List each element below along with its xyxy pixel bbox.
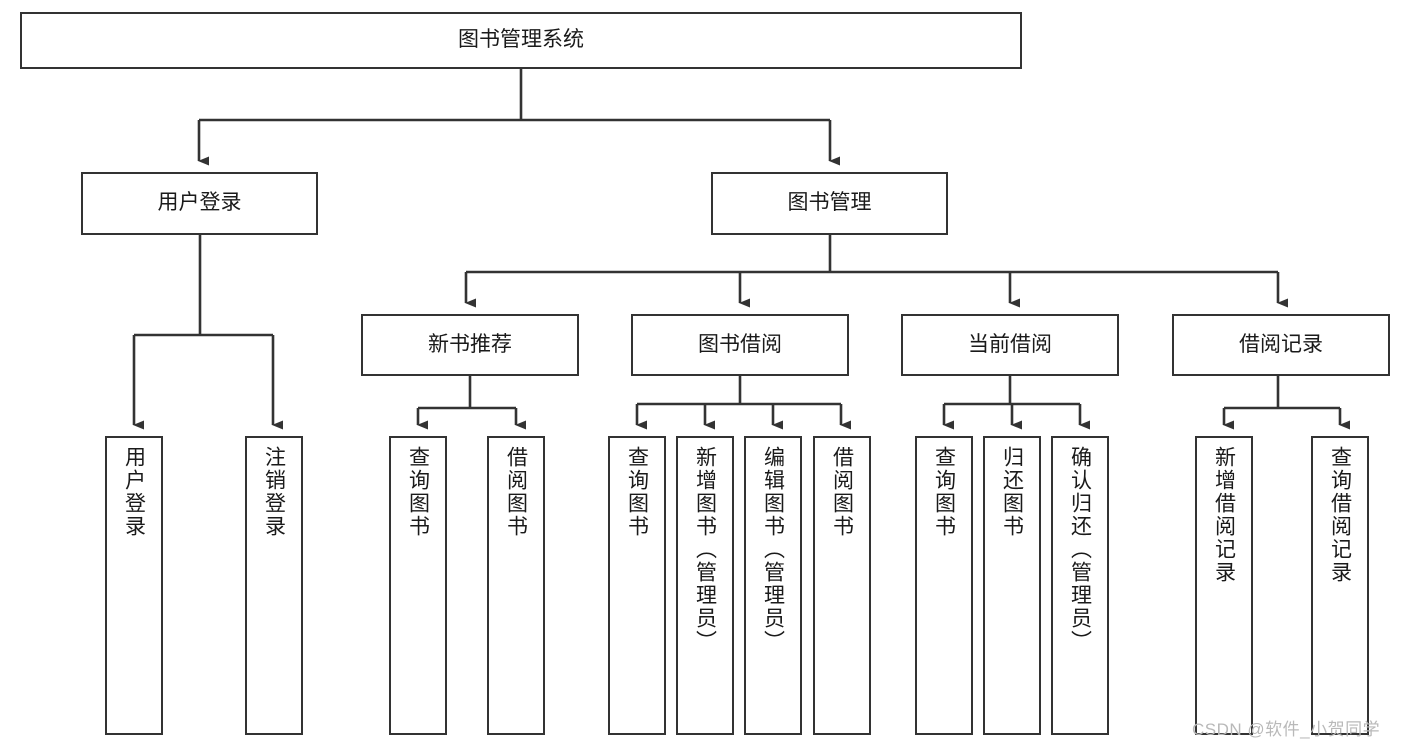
leaf-node-leaf-query-book-1[interactable]: 查询图书 (389, 436, 447, 735)
leaf-node-leaf-query-book-2[interactable]: 查询图书 (608, 436, 666, 735)
submodule-node-current-borrow[interactable]: 当前借阅 (901, 314, 1119, 376)
root-node-root[interactable]: 图书管理系统 (20, 12, 1022, 69)
leaf-node-leaf-add-book[interactable]: 新增图书（管理员） (676, 436, 734, 735)
node-label: 借阅图书 (504, 446, 528, 538)
node-label: 图书管理系统 (458, 28, 584, 52)
node-label: 当前借阅 (968, 332, 1052, 356)
module-node-book-management[interactable]: 图书管理 (711, 172, 948, 235)
node-label: 查询图书 (406, 446, 430, 538)
node-label: 查询借阅记录 (1328, 446, 1352, 584)
leaf-node-leaf-query-book-3[interactable]: 查询图书 (915, 436, 973, 735)
node-label: 编辑图书（管理员） (761, 446, 785, 653)
submodule-node-borrow-record[interactable]: 借阅记录 (1172, 314, 1390, 376)
submodule-node-new-book-recommend[interactable]: 新书推荐 (361, 314, 579, 376)
node-label: 注销登录 (262, 446, 286, 538)
node-label: 查询图书 (932, 446, 956, 538)
leaf-node-leaf-confirm-return[interactable]: 确认归还（管理员） (1051, 436, 1109, 735)
node-label: 新增图书（管理员） (693, 446, 717, 653)
leaf-node-leaf-edit-book[interactable]: 编辑图书（管理员） (744, 436, 802, 735)
node-label: 图书借阅 (698, 332, 782, 356)
module-node-user-login[interactable]: 用户登录 (81, 172, 318, 235)
node-label: 归还图书 (1000, 446, 1024, 538)
leaf-node-leaf-user-login[interactable]: 用户登录 (105, 436, 163, 735)
leaf-node-leaf-borrow-book-1[interactable]: 借阅图书 (487, 436, 545, 735)
tree-connectors (132, 69, 1350, 430)
node-label: 借阅图书 (830, 446, 854, 538)
node-label: 用户登录 (157, 191, 242, 215)
leaf-node-leaf-return-book[interactable]: 归还图书 (983, 436, 1041, 735)
node-label: 用户登录 (122, 446, 146, 538)
node-label: 新增借阅记录 (1212, 446, 1236, 584)
leaf-node-leaf-add-record[interactable]: 新增借阅记录 (1195, 436, 1253, 735)
node-label: 图书管理 (787, 191, 872, 215)
leaf-node-leaf-borrow-book-2[interactable]: 借阅图书 (813, 436, 871, 735)
submodule-node-book-borrow[interactable]: 图书借阅 (631, 314, 849, 376)
node-label: 查询图书 (625, 446, 649, 538)
csdn-watermark: CSDN @软件_小贺同学 (1192, 720, 1381, 739)
node-label: 借阅记录 (1239, 332, 1323, 356)
node-label: 新书推荐 (428, 332, 512, 356)
leaf-node-leaf-query-record[interactable]: 查询借阅记录 (1311, 436, 1369, 735)
node-label: 确认归还（管理员） (1068, 446, 1092, 653)
leaf-node-leaf-logout[interactable]: 注销登录 (245, 436, 303, 735)
